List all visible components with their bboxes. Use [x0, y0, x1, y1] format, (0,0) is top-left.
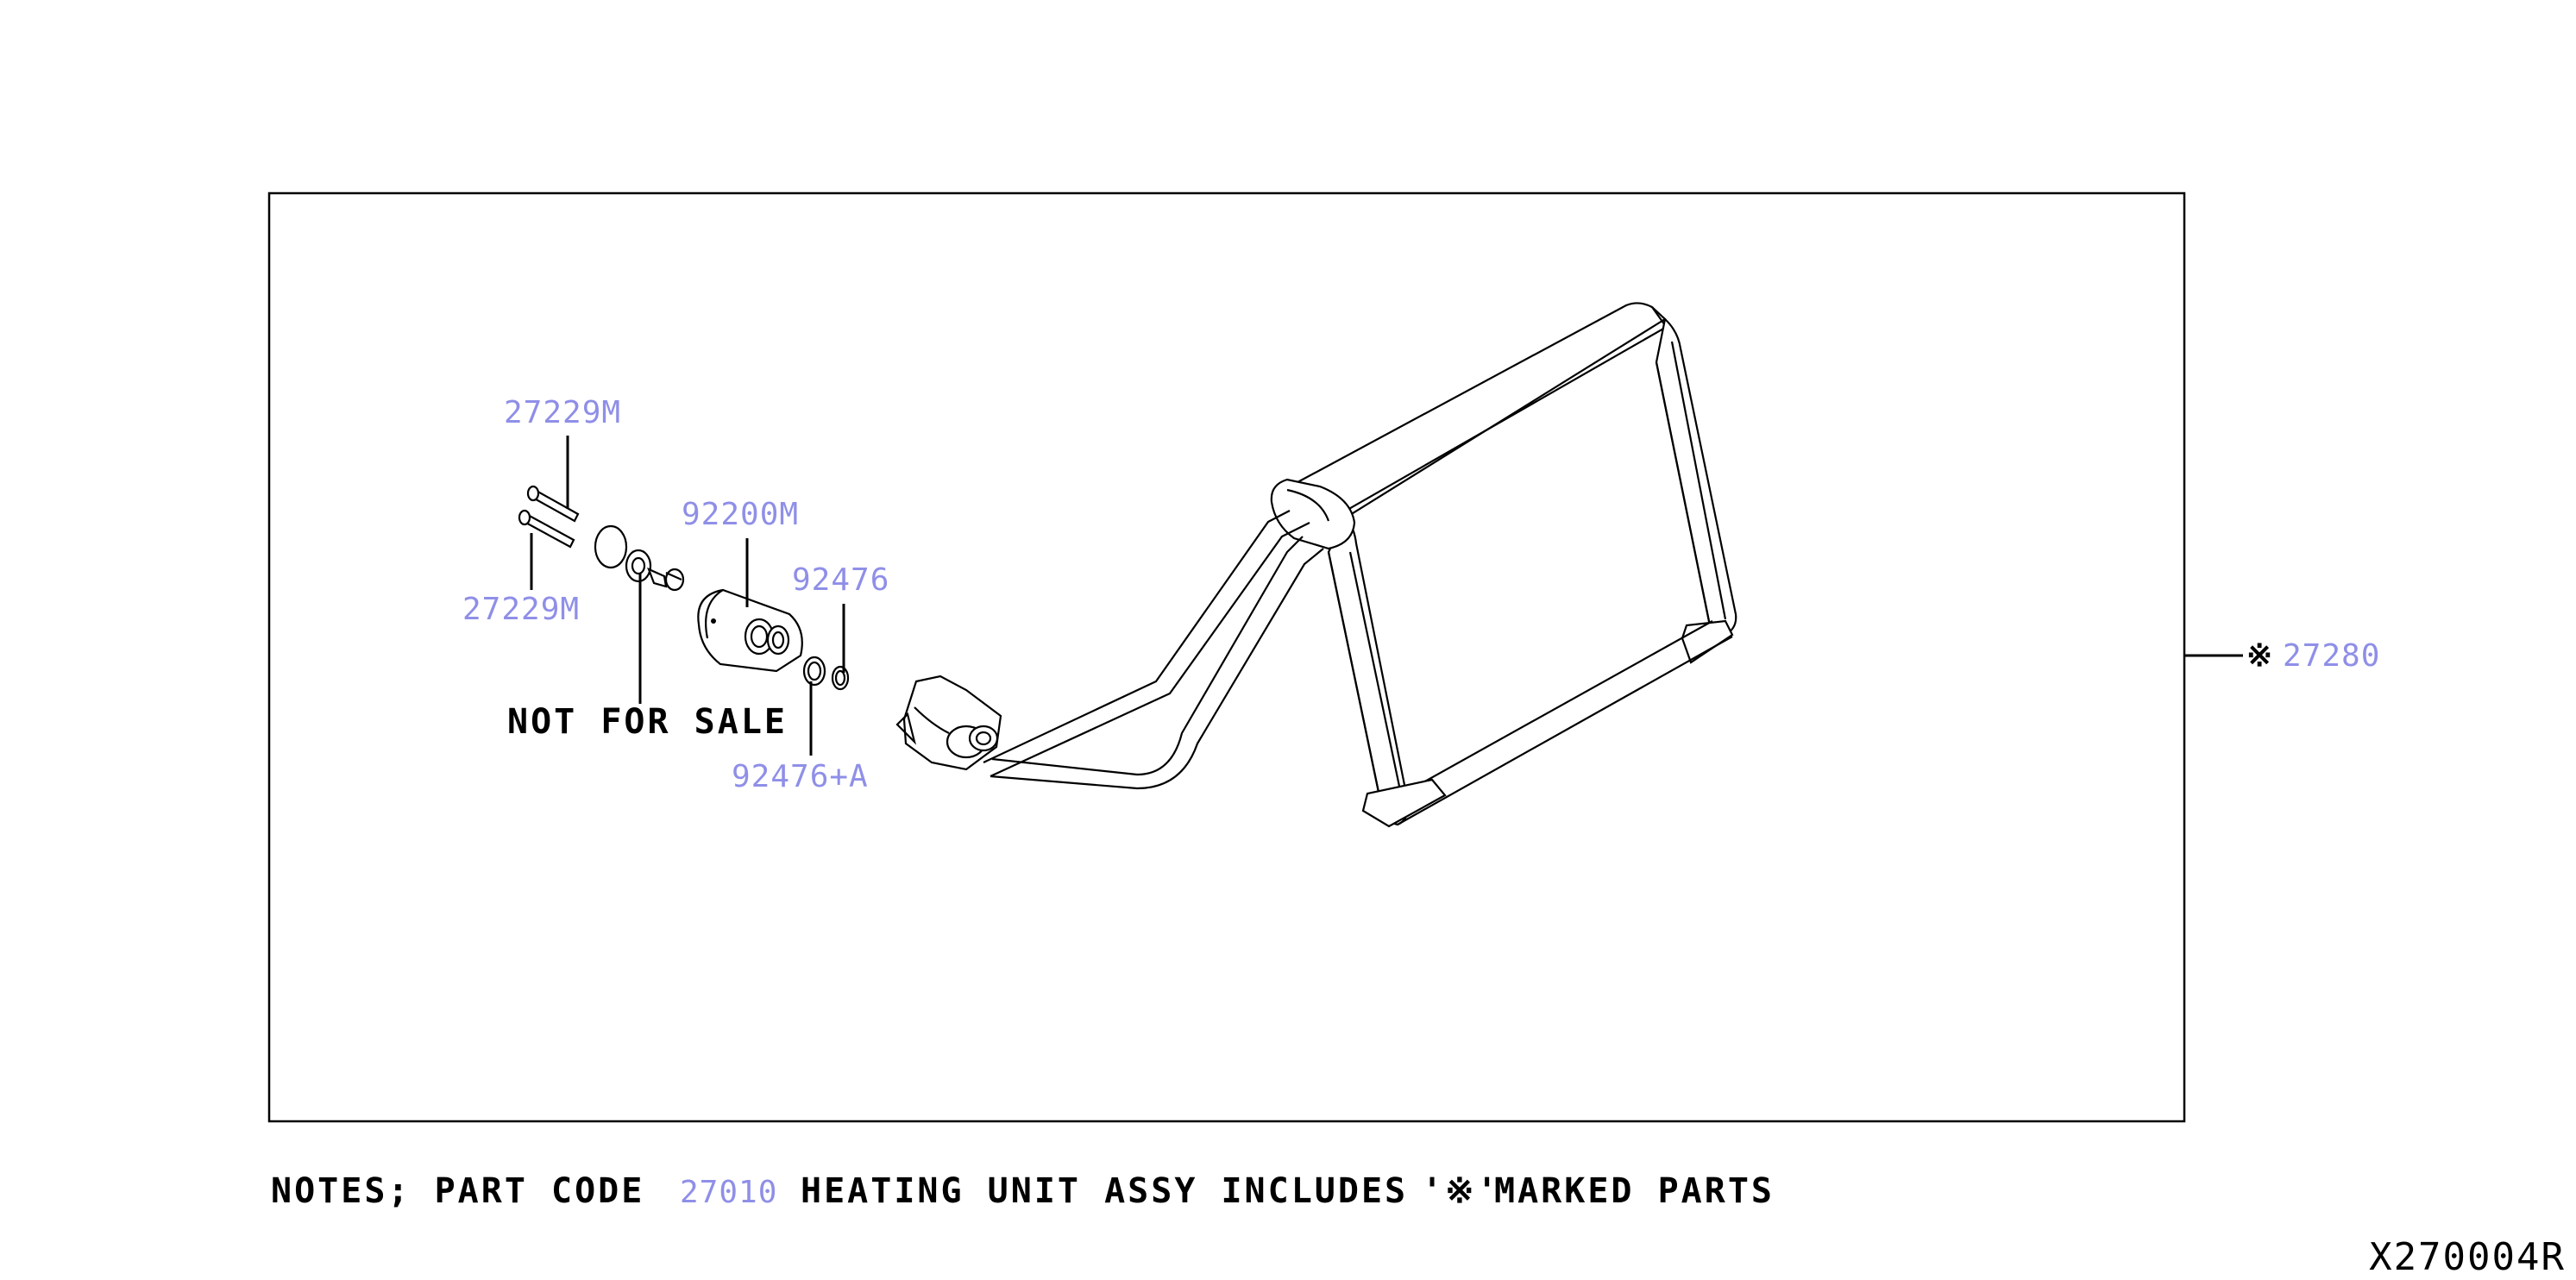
refrigerant-pipes [895, 510, 1324, 790]
o-ring-small [831, 665, 850, 691]
notes-text: HEATING UNIT ASSY INCLUDES [801, 1171, 1408, 1211]
notes-part-code[interactable]: 27010 [680, 1175, 777, 1210]
expansion-valve [697, 588, 803, 673]
o-ring-small-inner [834, 669, 846, 687]
callout-evaporator[interactable]: 27280 [2283, 638, 2380, 674]
o-ring-large [802, 656, 826, 687]
leader-lines [530, 436, 2243, 756]
callout-bolt-lower[interactable]: 27229M [462, 592, 580, 627]
notes-suffix: MARKED PARTS [1494, 1171, 1775, 1211]
notes-prefix: NOTES; PART CODE [271, 1171, 644, 1211]
notes: NOTES; PART CODE 27010 HEATING UNIT ASSY… [271, 1171, 1775, 1211]
o-ring-large-inner [807, 661, 822, 681]
not-for-sale-label: NOT FOR SALE [507, 702, 788, 742]
mounting-bolts [518, 485, 685, 592]
evaporator-core [1270, 302, 1737, 828]
evaporator-mark: ※ [2246, 638, 2272, 674]
callout-o-ring-large[interactable]: 92476+A [732, 759, 869, 794]
callout-expansion-valve[interactable]: 92200M [682, 497, 799, 532]
notes-mark: '※' [1422, 1171, 1500, 1211]
diagram-frame [267, 191, 2186, 1123]
drawing-code: X270004R [2369, 1235, 2566, 1279]
callout-bolt-upper[interactable]: 27229M [504, 395, 621, 430]
callout-o-ring-small[interactable]: 92476 [792, 562, 889, 598]
